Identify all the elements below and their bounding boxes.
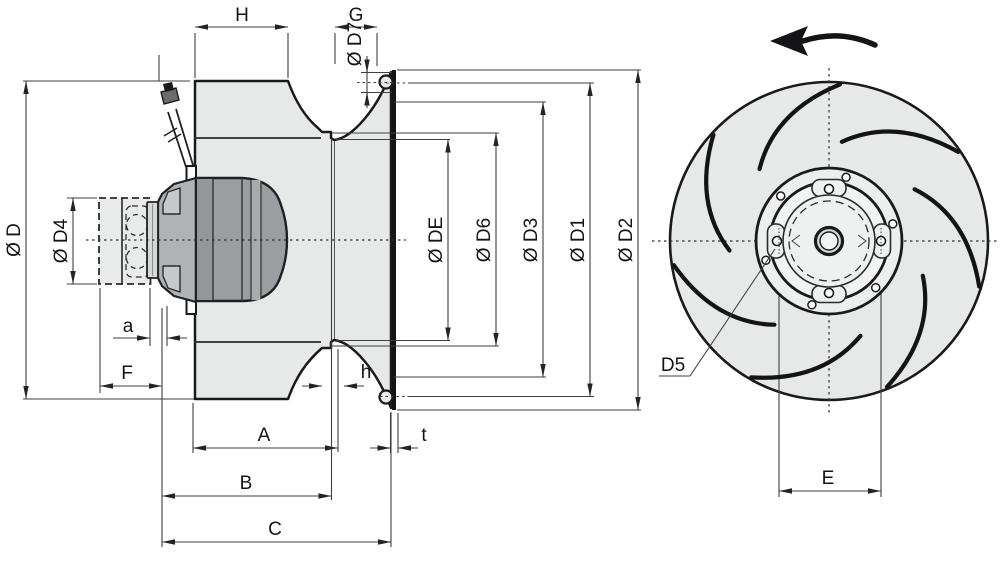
front-view: D5 E [652, 26, 1000, 497]
dim-label-t: t [421, 425, 427, 446]
bolt-hole [807, 300, 817, 310]
dim-D6: Ø D6 [474, 133, 499, 346]
dim-label-E: E [822, 468, 835, 489]
break-mark-1 [163, 127, 178, 137]
shaft-bore [819, 231, 839, 251]
dim-label-D7: Ø D7 [345, 22, 366, 66]
break-mark-2 [167, 133, 182, 143]
dim-OD: Ø D [4, 80, 194, 400]
hidden-circle-dashed [788, 200, 870, 282]
dim-D4: Ø D4 [51, 197, 97, 285]
screw-center-marks [778, 228, 882, 254]
dim-A: A [192, 403, 338, 453]
dim-label-DE: Ø DE [426, 217, 447, 263]
dim-B: B [162, 138, 333, 500]
dim-C: C [162, 412, 392, 547]
hub-assembly [754, 166, 904, 316]
dim-label-A: A [258, 425, 271, 446]
blade [912, 187, 982, 289]
bolt-hole [761, 255, 771, 266]
dim-DE: Ø DE [426, 139, 451, 341]
diameter-extension-lines [332, 69, 641, 411]
dim-G: G [334, 5, 378, 66]
conduit-cap [163, 82, 174, 92]
bolt-hole [841, 172, 851, 183]
dim-h: h [302, 349, 371, 452]
dim-label-a: a [123, 316, 134, 337]
dim-H: H [194, 5, 289, 78]
blade [884, 273, 928, 389]
dim-label-D2: Ø D2 [616, 218, 637, 262]
dim-D3: Ø D3 [521, 102, 546, 377]
bolt-hole [888, 219, 898, 229]
dim-label-D3: Ø D3 [521, 218, 542, 262]
dim-label-B: B [240, 473, 253, 494]
impeller-blades [671, 82, 982, 389]
dim-label-D4: Ø D4 [51, 218, 72, 263]
dim-label-C: C [268, 519, 282, 540]
blade [671, 263, 777, 327]
bolt-hole [870, 282, 881, 293]
dim-F: F [99, 288, 163, 547]
rotation-arrow-icon [770, 26, 878, 56]
impeller-body [193, 70, 393, 410]
dim-E: E [779, 468, 881, 494]
blade [749, 333, 863, 380]
dim-D7: Ø D7 [345, 22, 394, 108]
dim-label-h: h [361, 362, 372, 383]
bolt-hole [775, 191, 786, 201]
screw-hole-top [823, 183, 835, 195]
dim-a: a [113, 288, 187, 346]
motor-band-dark [197, 179, 213, 300]
dim-label-D5: D5 [661, 355, 685, 376]
blade [839, 129, 961, 154]
bell-facet-top [162, 187, 181, 215]
dim-D5: D5 [659, 248, 776, 377]
blade [757, 82, 842, 172]
dim-label-D: Ø D [4, 223, 25, 257]
side-view: Ø D Ø D4 H G Ø D7 [4, 5, 641, 547]
cable-conduit [160, 82, 194, 168]
dim-label-F: F [121, 363, 133, 384]
flange-bolt-holes [761, 172, 898, 310]
blade [704, 132, 732, 253]
dim-label-D1: Ø D1 [568, 218, 589, 262]
screw-hole-bottom [823, 287, 835, 299]
bell-facet-bottom [162, 265, 181, 293]
screw-hole-left [771, 235, 783, 247]
dim-label-D6: Ø D6 [474, 218, 495, 262]
dim-label-G: G [349, 5, 364, 26]
dim-t: t [370, 413, 427, 453]
screw-hole-right [875, 235, 887, 247]
dim-D1: Ø D1 [568, 83, 593, 397]
dim-D2: Ø D2 [616, 70, 641, 410]
dim-label-H: H [235, 5, 249, 26]
